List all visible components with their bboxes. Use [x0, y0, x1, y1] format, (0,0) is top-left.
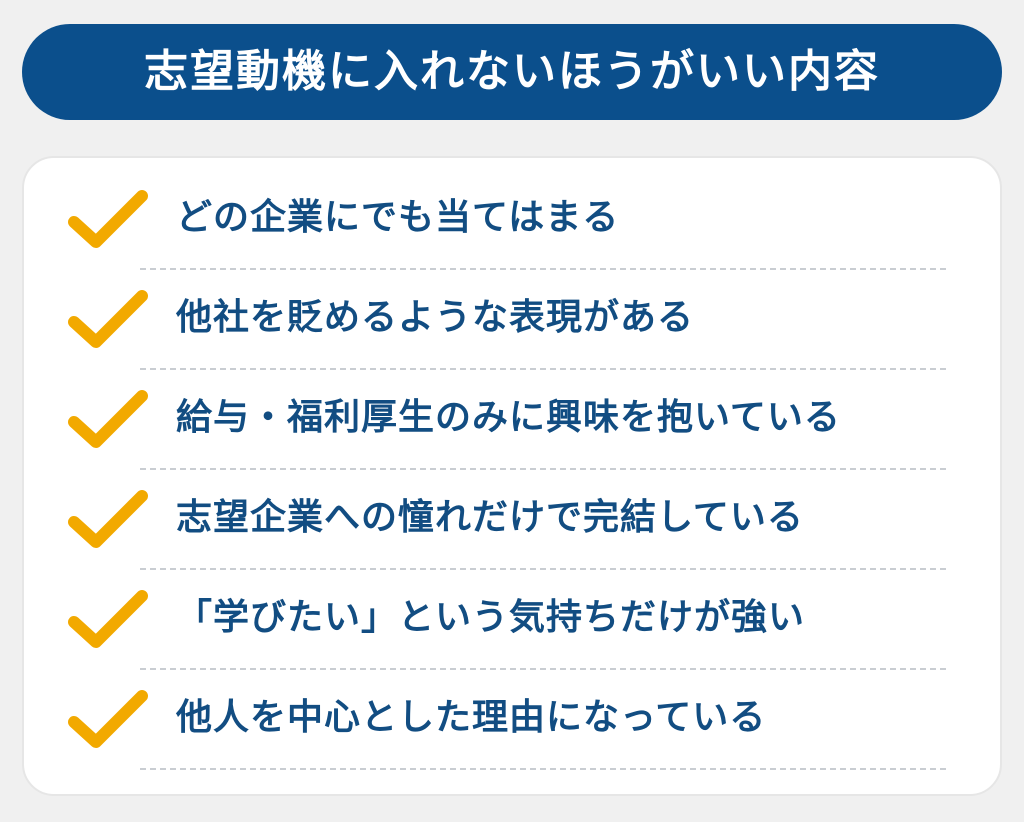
content-card: どの企業にでも当てはまる 他社を貶めるような表現がある 給与・福利厚生のみに興味…	[22, 156, 1002, 796]
divider	[140, 668, 946, 670]
divider	[140, 368, 946, 370]
list-item-text: 志望企業への憧れだけで完結している	[176, 497, 804, 539]
checkmark-icon	[68, 690, 148, 748]
list-item-text: どの企業にでも当てはまる	[176, 197, 620, 239]
list-item: 志望企業への憧れだけで完結している	[24, 470, 1000, 570]
list-item-text: 他人を中心とした理由になっている	[176, 697, 767, 739]
checkmark-icon	[68, 290, 148, 348]
divider	[140, 568, 946, 570]
page-title: 志望動機に入れないほうがいい内容	[144, 46, 880, 97]
divider	[140, 268, 946, 270]
checklist: どの企業にでも当てはまる 他社を貶めるような表現がある 給与・福利厚生のみに興味…	[24, 170, 1000, 770]
list-item: 「学びたい」という気持ちだけが強い	[24, 570, 1000, 670]
list-item: どの企業にでも当てはまる	[24, 170, 1000, 270]
checkmark-icon	[68, 590, 148, 648]
list-item: 他社を貶めるような表現がある	[24, 270, 1000, 370]
checkmark-icon	[68, 390, 148, 448]
list-item-text: 「学びたい」という気持ちだけが強い	[176, 597, 806, 639]
checkmark-icon	[68, 190, 148, 248]
list-item-text: 他社を貶めるような表現がある	[176, 297, 695, 339]
list-item-text: 給与・福利厚生のみに興味を抱いている	[176, 397, 841, 439]
list-item: 他人を中心とした理由になっている	[24, 670, 1000, 770]
divider	[140, 768, 946, 770]
list-item: 給与・福利厚生のみに興味を抱いている	[24, 370, 1000, 470]
checkmark-icon	[68, 490, 148, 548]
title-banner: 志望動機に入れないほうがいい内容	[22, 24, 1002, 120]
divider	[140, 468, 946, 470]
